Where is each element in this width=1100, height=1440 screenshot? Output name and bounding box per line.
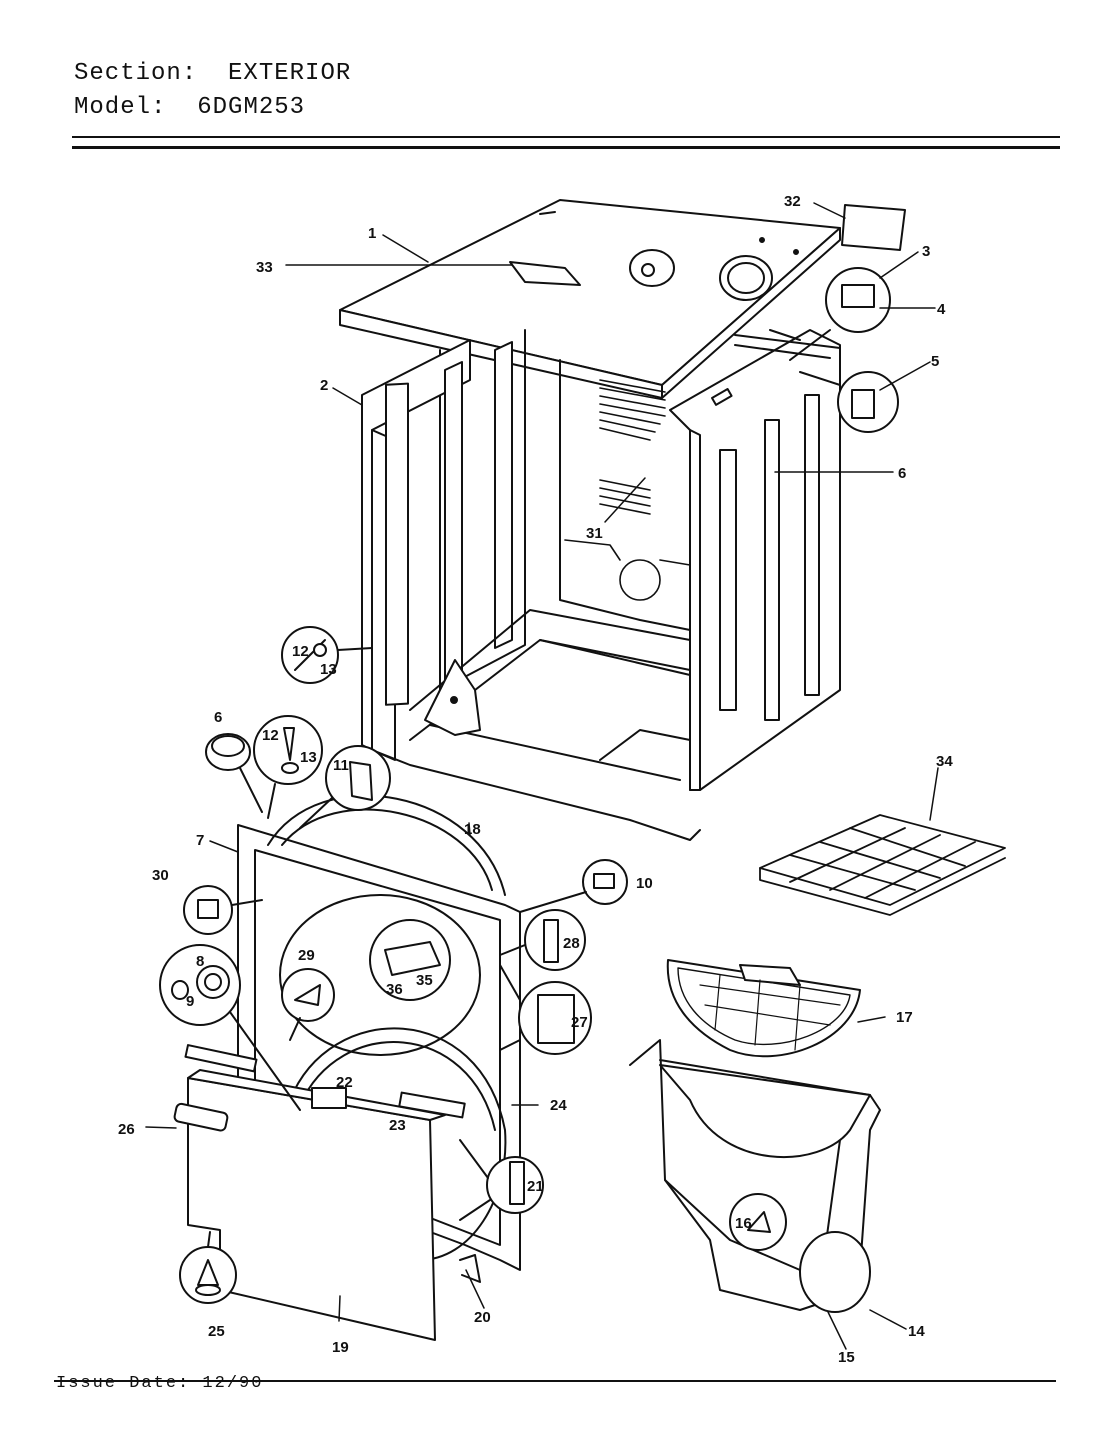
callout-11: 11 [333, 757, 349, 774]
detail-bubble-12-13-upper [281, 626, 373, 684]
callout-32: 32 [784, 193, 801, 210]
callout-35: 35 [416, 972, 433, 989]
callout-25: 25 [208, 1323, 225, 1340]
cabinet-back [439, 329, 526, 691]
callout-31: 31 [586, 525, 603, 542]
detail-bubble-12-13-lower [253, 715, 323, 819]
rear-vents [564, 379, 691, 601]
grommet-cabinet [719, 255, 773, 301]
door-seal-arc-inner [299, 1041, 496, 1131]
callout-leaders [145, 202, 939, 1350]
section-label: Section: [74, 60, 198, 87]
door-strike [311, 1087, 347, 1109]
callout-34: 34 [936, 753, 953, 770]
callout-14: 14 [908, 1323, 925, 1340]
top-rear-brace [734, 329, 841, 359]
lint-filter [666, 959, 861, 1058]
callout-15: 15 [838, 1349, 855, 1366]
callout-28: 28 [563, 935, 580, 952]
detail-bubble-28 [499, 909, 586, 971]
lint-duct-housing [629, 1039, 881, 1313]
callout-33: 33 [256, 259, 273, 276]
callout-5: 5 [931, 353, 939, 370]
callout-20: 20 [474, 1309, 491, 1326]
detail-bubble-27 [499, 964, 592, 1055]
detail-bubble-21 [459, 1139, 544, 1221]
door-seal-arc [289, 1027, 507, 1261]
callout-27: 27 [571, 1014, 588, 1031]
callout-23: 23 [389, 1117, 406, 1134]
detail-bubble-25 [179, 1231, 237, 1304]
callout-6-front: 6 [214, 709, 222, 726]
cabinet-bracket [509, 261, 581, 286]
drum-opening [279, 894, 481, 1056]
callout-7: 7 [196, 832, 204, 849]
callout-8: 8 [196, 953, 204, 970]
side-panel-left [361, 339, 513, 761]
callout-24: 24 [550, 1097, 567, 1114]
detail-bubble-16 [729, 1193, 787, 1251]
detail-bubble-8-9 [159, 944, 301, 1111]
drum-seal-inner [281, 808, 493, 891]
section-heading: Section: EXTERIOR [74, 60, 351, 87]
connector-plate [841, 204, 906, 251]
callout-numbers: 1 2 3 4 5 6 6 7 8 9 10 11 12 12 13 13 14… [118, 193, 953, 1366]
callout-3: 3 [922, 243, 930, 260]
side-panel-right [669, 329, 841, 791]
callout-10: 10 [636, 875, 653, 892]
callout-12-lower: 12 [262, 727, 279, 744]
callout-30: 30 [152, 867, 169, 884]
callout-17: 17 [896, 1009, 913, 1026]
issue-date-value: 12/90 [202, 1374, 264, 1393]
header-rule-bottom [72, 146, 1060, 149]
callout-13-lower: 13 [300, 749, 317, 766]
header-rule-top [72, 136, 1060, 138]
model-value: 6DGM253 [197, 94, 306, 121]
model-label: Model: [74, 94, 167, 121]
issue-date: Issue Date: 12/90 [56, 1374, 263, 1393]
loading-door [187, 1069, 446, 1341]
door-hinge-top [184, 1044, 258, 1073]
detail-bubble-35-36 [369, 919, 451, 1001]
callout-18: 18 [464, 821, 481, 838]
callout-4: 4 [937, 301, 946, 318]
callout-9: 9 [186, 993, 194, 1010]
detail-bubble-29 [281, 968, 335, 1041]
callout-36: 36 [386, 981, 403, 998]
door-handle [173, 1102, 229, 1132]
lint-rack [759, 814, 1006, 916]
callout-2: 2 [320, 377, 328, 394]
cabinet-assembly [339, 199, 841, 841]
rear-service-plate [629, 249, 675, 287]
detail-bubble-5 [799, 371, 899, 433]
drum-seal [267, 794, 506, 896]
callout-13-upper: 13 [320, 661, 337, 678]
issue-date-label: Issue Date: [56, 1374, 191, 1393]
callout-6-cabinet: 6 [898, 465, 906, 482]
callout-26: 26 [118, 1121, 135, 1138]
door-catch [398, 1091, 466, 1119]
callout-16: 16 [735, 1215, 752, 1232]
callout-22: 22 [336, 1074, 353, 1091]
callout-21: 21 [527, 1178, 544, 1195]
callout-12-upper: 12 [292, 643, 309, 660]
detail-bubble-11 [299, 745, 391, 829]
section-value: EXTERIOR [228, 60, 352, 87]
detail-bubble-10 [519, 859, 628, 913]
detail-bubble-30 [183, 885, 263, 935]
callout-29: 29 [298, 947, 315, 964]
detail-bubble-3-4 [789, 267, 891, 361]
door-gasket [459, 1254, 481, 1283]
detail-bubble-grommet-6 [205, 733, 263, 813]
callout-1: 1 [368, 225, 376, 242]
model-heading: Model: 6DGM253 [74, 94, 305, 121]
callout-19: 19 [332, 1339, 349, 1356]
footer-rule [54, 1380, 1056, 1382]
